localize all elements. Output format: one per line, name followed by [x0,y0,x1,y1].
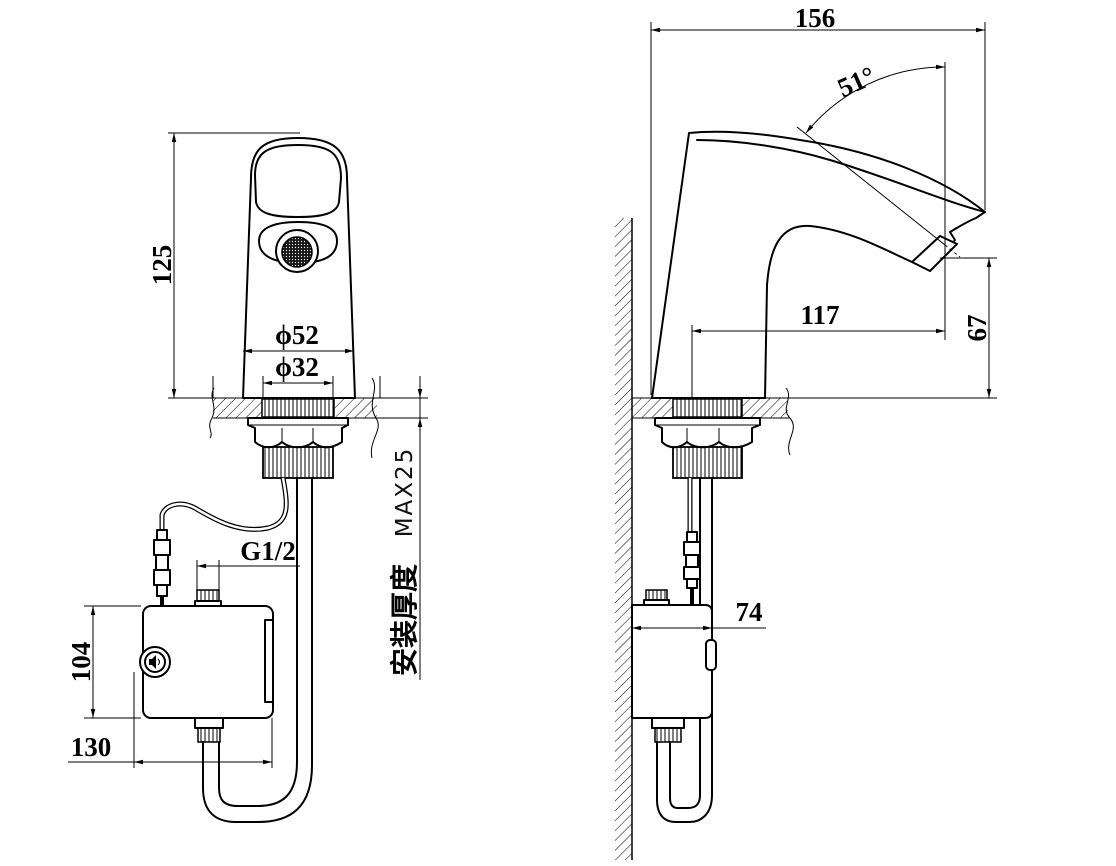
dimension-outer-diameter-label: ϕ52 [275,320,319,350]
dimension-max-thickness: MAX25 安装厚度 [388,376,423,680]
control-box-side [631,589,717,743]
dimension-max-thickness-label: MAX25 [392,447,418,538]
sensor-button-icon [139,646,171,678]
dimension-box-depth: 74 [632,597,766,634]
front-view: 125 ϕ52 ϕ32 MAX25 安装厚度 [66,132,428,823]
cable-connector-side [683,531,701,589]
wall-section [615,218,633,860]
dimension-spout-height-label: 67 [962,315,992,342]
dimension-box-height: 104 [66,605,141,719]
dimension-height-label: 125 [147,245,177,286]
sensor-cable-front [153,477,289,606]
break-line-side [785,387,794,456]
dimension-spout-angle-label: 51° [833,60,880,103]
dimension-outer-diameter: ϕ52 [243,320,354,354]
dimension-thread: G1/2 [196,536,300,590]
threaded-shank-front [262,446,334,479]
dimension-total-length-label: 156 [795,3,836,33]
dimension-thread-label: G1/2 [240,536,296,566]
dimension-total-length: 156 [650,3,986,395]
dimension-reach-label: 117 [800,300,839,330]
break-line-left [209,387,215,439]
mounting-nut-front [247,417,349,479]
dimension-inner-diameter-label: ϕ32 [275,352,319,382]
break-line-right [370,377,379,459]
inlet-fitting-front [194,589,222,607]
dimension-box-width: 130 [68,672,273,768]
inlet-fitting-side [643,589,670,606]
dimension-inner-diameter: ϕ32 [212,352,381,398]
dimension-reach: 117 [691,300,945,398]
side-view: 156 51° 117 67 74 [615,3,997,860]
faucet-side [651,130,986,399]
countertop-section-side [632,387,997,456]
dimension-box-depth-label: 74 [736,597,763,627]
water-hose-side [656,477,713,823]
cable-connector-front [153,529,171,597]
water-hose-front [202,477,313,823]
faucet-front [242,137,356,399]
countertop-section-front [168,377,428,459]
spout-top-edge [696,139,986,213]
dimension-spout-height: 67 [940,257,997,398]
faucet-head-face [254,144,342,218]
control-box-front [139,589,274,743]
sensor-cable-side [683,478,701,605]
dimension-height: 125 [147,132,300,398]
sensor-window-icon [705,639,717,671]
shank-thread-in-slab [261,398,335,418]
outlet-fitting-side [651,717,685,743]
threaded-shank-side [672,446,743,479]
aerator-side [911,235,958,272]
aerator-mesh [281,236,313,268]
install-thickness-label: 安装厚度 [388,564,421,676]
outlet-fitting-front [194,717,224,743]
dimension-box-height-label: 104 [66,642,96,683]
mounting-nut-side [654,417,761,479]
dimension-box-width-label: 130 [71,732,112,762]
